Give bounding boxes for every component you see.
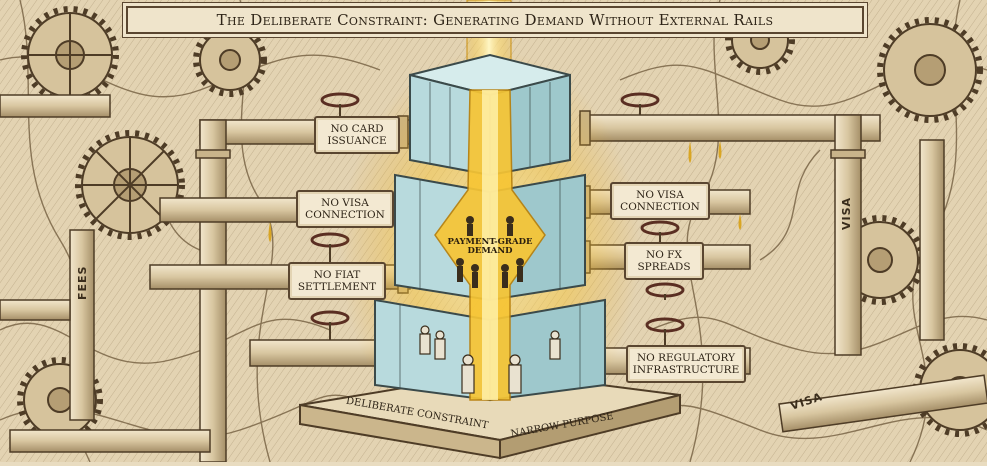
label-line: infrastructure <box>632 364 740 376</box>
core-highlight <box>482 90 498 400</box>
label-no-visa-connection-left: No Visaconnection <box>296 190 394 228</box>
label-line: No regulatory <box>636 352 736 364</box>
label-line: No card <box>330 123 384 135</box>
label-line: No Visa <box>321 197 369 209</box>
label-no-fx-spreads: No FXspreads <box>624 242 704 280</box>
label-no-visa-connection-right: No Visaconnection <box>610 182 710 220</box>
page-title: The Deliberate Constraint: Generating De… <box>126 6 864 34</box>
label-line: No fiat <box>313 269 361 281</box>
label-line: No Visa <box>636 189 684 201</box>
label-line: No FX <box>646 249 682 261</box>
label-line: connection <box>305 209 385 221</box>
tower-base <box>299 370 681 460</box>
gold-drips <box>268 141 742 242</box>
center-label: Payment-grade demand <box>440 238 540 256</box>
center-line: demand <box>467 246 513 256</box>
label-no-fiat-settlement: No fiatsettlement <box>288 262 386 300</box>
label-no-card-issuance: No cardissuance <box>314 116 400 154</box>
glass-mullions <box>399 82 581 388</box>
pipe-label-fees: FEES <box>76 265 89 300</box>
label-line: spreads <box>637 261 691 273</box>
label-line: connection <box>620 201 700 213</box>
people-circle-icon <box>456 216 524 288</box>
center-line: Payment-grade <box>447 237 533 247</box>
label-line: issuance <box>327 135 387 147</box>
label-line: settlement <box>297 281 377 293</box>
pipe-label-visa-vertical: VISA <box>840 196 853 230</box>
label-no-regulatory-infrastructure: No regulatoryinfrastructure <box>626 345 746 383</box>
scientist-figures <box>419 325 561 394</box>
gear-spokes <box>28 13 178 233</box>
